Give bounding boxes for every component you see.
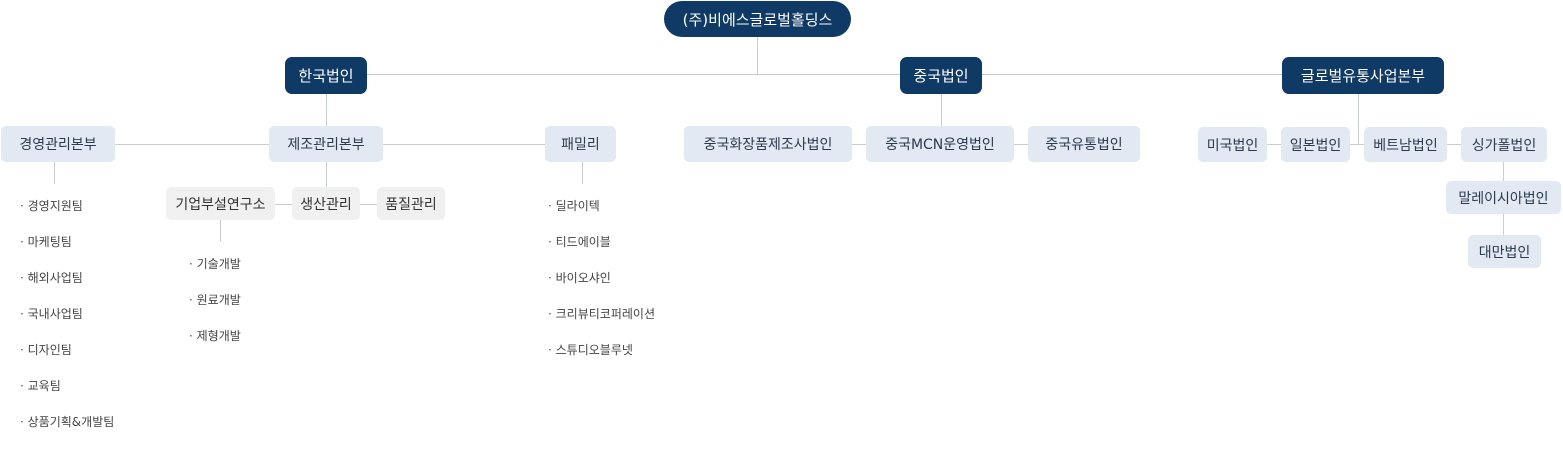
list-item: 상품기획&개발팀	[20, 413, 115, 449]
vietnam-corp-node: 베트남법인	[1364, 127, 1447, 162]
list-item: 국내사업팀	[20, 305, 114, 341]
taiwan-corp-node: 대만법인	[1468, 235, 1541, 268]
research-institute-node: 기업부설연구소	[166, 187, 275, 220]
connector-line	[757, 37, 758, 75]
connector-line	[1358, 74, 1359, 145]
connector-line	[326, 74, 327, 144]
usa-corp-node: 미국법인	[1198, 127, 1267, 162]
list-item: 해외사업팀	[20, 269, 114, 305]
family-node: 패밀리	[545, 126, 616, 162]
quality-management-node: 품질관리	[377, 187, 445, 220]
china-cosmetics-node: 중국화장품제조사법인	[684, 126, 852, 162]
manufacturing-division-node: 제조관리본부	[269, 126, 383, 162]
china-corp-node: 중국법인	[900, 57, 982, 94]
list-item: 바이오샤인	[548, 269, 655, 305]
list-item: 제형개발	[189, 327, 241, 363]
management-division-node: 경영관리본부	[1, 126, 115, 162]
connector-line	[54, 162, 55, 184]
list-item: 스튜디오블루넷	[548, 341, 655, 377]
org-root: (주)비에스글로벌홀딩스	[664, 1, 851, 37]
management-team-list: 경영지원팀 마케팅팀 해외사업팀 국내사업팀 디자인팀 교육팀 상품기획&개발팀	[20, 197, 115, 449]
japan-corp-node: 일본법인	[1281, 127, 1350, 162]
china-mcn-node: 중국MCN운영법인	[866, 126, 1014, 162]
connector-line	[326, 162, 327, 188]
global-distribution-node: 글로벌유통사업본부	[1282, 57, 1444, 94]
list-item: 경영지원팀	[20, 197, 114, 233]
production-management-node: 생산관리	[292, 187, 360, 220]
family-member-list: 딜라이텍 티드에이블 바이오샤인 크리뷰티코퍼레이션 스튜디오블루넷	[548, 197, 655, 377]
connector-line	[220, 220, 221, 242]
china-distribution-node: 중국유통법인	[1028, 126, 1140, 162]
research-team-list: 기술개발 원료개발 제형개발	[189, 255, 241, 363]
connector-line	[326, 74, 1364, 75]
list-item: 티드에이블	[548, 233, 655, 269]
list-item: 크리뷰티코퍼레이션	[548, 305, 655, 341]
list-item: 디자인팀	[20, 341, 114, 377]
list-item: 기술개발	[189, 255, 241, 291]
list-item: 원료개발	[189, 291, 241, 327]
connector-line	[582, 162, 583, 184]
list-item: 교육팀	[20, 377, 114, 413]
connector-line	[941, 74, 942, 144]
korea-corp-node: 한국법인	[285, 57, 367, 94]
list-item: 마케팅팀	[20, 233, 114, 269]
singapore-corp-node: 싱가폴법인	[1461, 127, 1547, 162]
malaysia-corp-node: 말레이시아법인	[1446, 181, 1561, 214]
list-item: 딜라이텍	[548, 197, 655, 233]
